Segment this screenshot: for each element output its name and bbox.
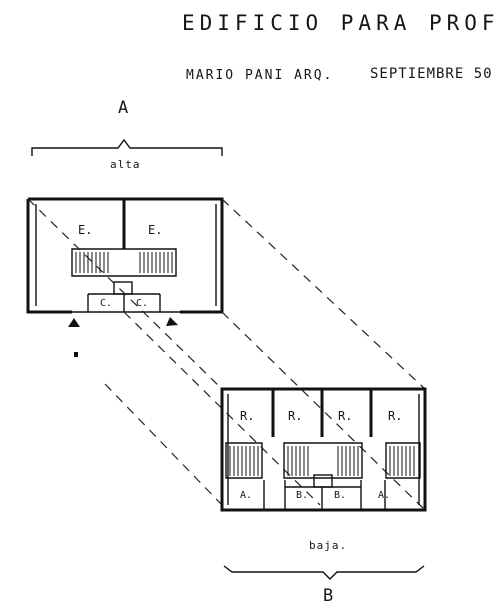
section-letter-b: B bbox=[323, 586, 333, 606]
section-letter-a: A bbox=[118, 98, 128, 118]
lower-dimension-brace bbox=[223, 565, 425, 580]
lower-room-label-1: R. bbox=[240, 409, 254, 423]
lower-stair-center-right bbox=[337, 446, 359, 476]
entry-arrow-icon bbox=[166, 317, 178, 326]
entry-arrow-icon bbox=[68, 318, 80, 327]
upper-closet-label-2: C. bbox=[136, 298, 148, 309]
lower-annex-label-2: B. bbox=[296, 490, 308, 501]
upper-stair-left bbox=[75, 252, 109, 273]
lower-stair-center-left bbox=[287, 446, 309, 476]
drawing-title: EDIFICIO PARA PROFESORES bbox=[182, 11, 496, 35]
lower-annex-label-3: B. bbox=[334, 490, 346, 501]
lower-room-label-2: R. bbox=[288, 409, 302, 423]
upper-closet-label-1: C. bbox=[100, 298, 112, 309]
drawing-date: SEPTIEMBRE 50 bbox=[370, 66, 493, 82]
survey-mark-icon bbox=[74, 352, 78, 357]
upper-room-label-1: E. bbox=[78, 223, 92, 237]
upper-floor-label: alta bbox=[110, 158, 141, 171]
upper-floor-plan: E. E. C. C. bbox=[26, 197, 224, 357]
lower-floor-label: baja. bbox=[309, 539, 347, 552]
projection-lines bbox=[27, 198, 426, 511]
lower-floor-plan: R. R. R. R. A. B. B. A. bbox=[220, 387, 427, 512]
lower-room-label-3: R. bbox=[338, 409, 352, 423]
upper-room-label-2: E. bbox=[148, 223, 162, 237]
lower-annex-label-4: A. bbox=[378, 490, 390, 501]
lower-stair-right bbox=[389, 446, 415, 476]
lower-room-label-4: R. bbox=[388, 409, 402, 423]
upper-dimension-brace bbox=[31, 138, 223, 156]
lower-annex-label-1: A. bbox=[240, 490, 252, 501]
upper-floor-section: A alta E. E. C. C. bbox=[26, 98, 224, 357]
lower-floor-section: R. R. R. R. A. B. B. A. baja. B bbox=[220, 387, 427, 606]
upper-stair-right bbox=[139, 252, 173, 273]
architect-credit: MARIO PANI ARQ. bbox=[186, 68, 333, 83]
lower-stair-left bbox=[229, 446, 259, 476]
